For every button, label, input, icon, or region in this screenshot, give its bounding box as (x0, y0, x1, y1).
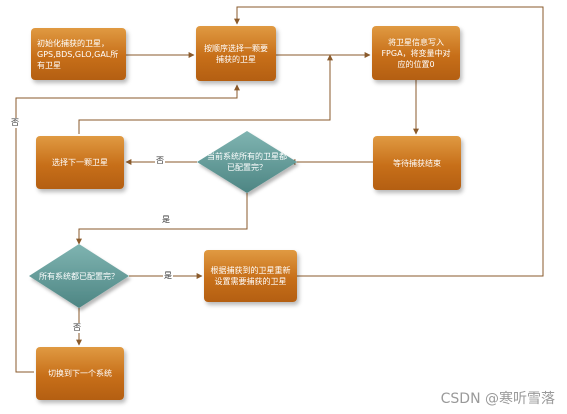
csdn-watermark: CSDN @寒听雪落 (440, 391, 555, 407)
box-reset-text: 根据捕获到的卫星重新设置需要捕获的卫星 (210, 266, 291, 286)
box-init-text: 初始化捕获的卫星，GPS,BDS,GLO,GAL所有卫星 (37, 38, 119, 70)
decision-systems-text: 所有系统都已配置完？ (39, 271, 119, 281)
edge-label-yes-systems: 是 (161, 215, 171, 225)
edge-check-to-systems (76, 193, 248, 245)
box-write-fpga: 将卫星信息写入FPGA，将变量中对应的位置0 (372, 26, 460, 80)
box-switch-system: 切换到下一个系统 (36, 347, 124, 400)
edge-next-to-select (78, 54, 333, 134)
box-wait-capture: 等待捕获结束 (373, 136, 461, 190)
box-write-text: 将卫星信息写入FPGA，将变量中对应的位置0 (381, 37, 451, 69)
edge-label-no-select-next: 否 (155, 156, 165, 166)
box-reset-satellites: 根据捕获到的卫星重新设置需要捕获的卫星 (204, 250, 297, 302)
edge-label-no-switch: 否 (72, 323, 82, 333)
edge-label-yes-reset: 是 (163, 271, 173, 281)
box-wait-text: 等待捕获结束 (393, 158, 441, 168)
box-init-satellites: 初始化捕获的卫星，GPS,BDS,GLO,GAL所有卫星 (31, 28, 126, 80)
box-next-text: 选择下一颗卫星 (52, 158, 108, 167)
box-select-satellite: 按顺序选择一颗要捕获的卫星 (196, 26, 276, 81)
edge-reset-to-select (234, 6, 544, 277)
box-switch-text: 切换到下一个系统 (48, 369, 112, 378)
decision-satellites-text: 当前系统所有的卫星都已配置完？ (207, 152, 287, 172)
edge-label-no-loop: 否 (10, 118, 20, 128)
box-select-text: 按顺序选择一颗要捕获的卫星 (204, 43, 268, 64)
edge-switch-to-select (15, 84, 240, 373)
decision-diamond-satellites (197, 131, 297, 193)
decision-diamond-systems (29, 244, 129, 308)
box-select-next: 选择下一颗卫星 (36, 136, 124, 189)
